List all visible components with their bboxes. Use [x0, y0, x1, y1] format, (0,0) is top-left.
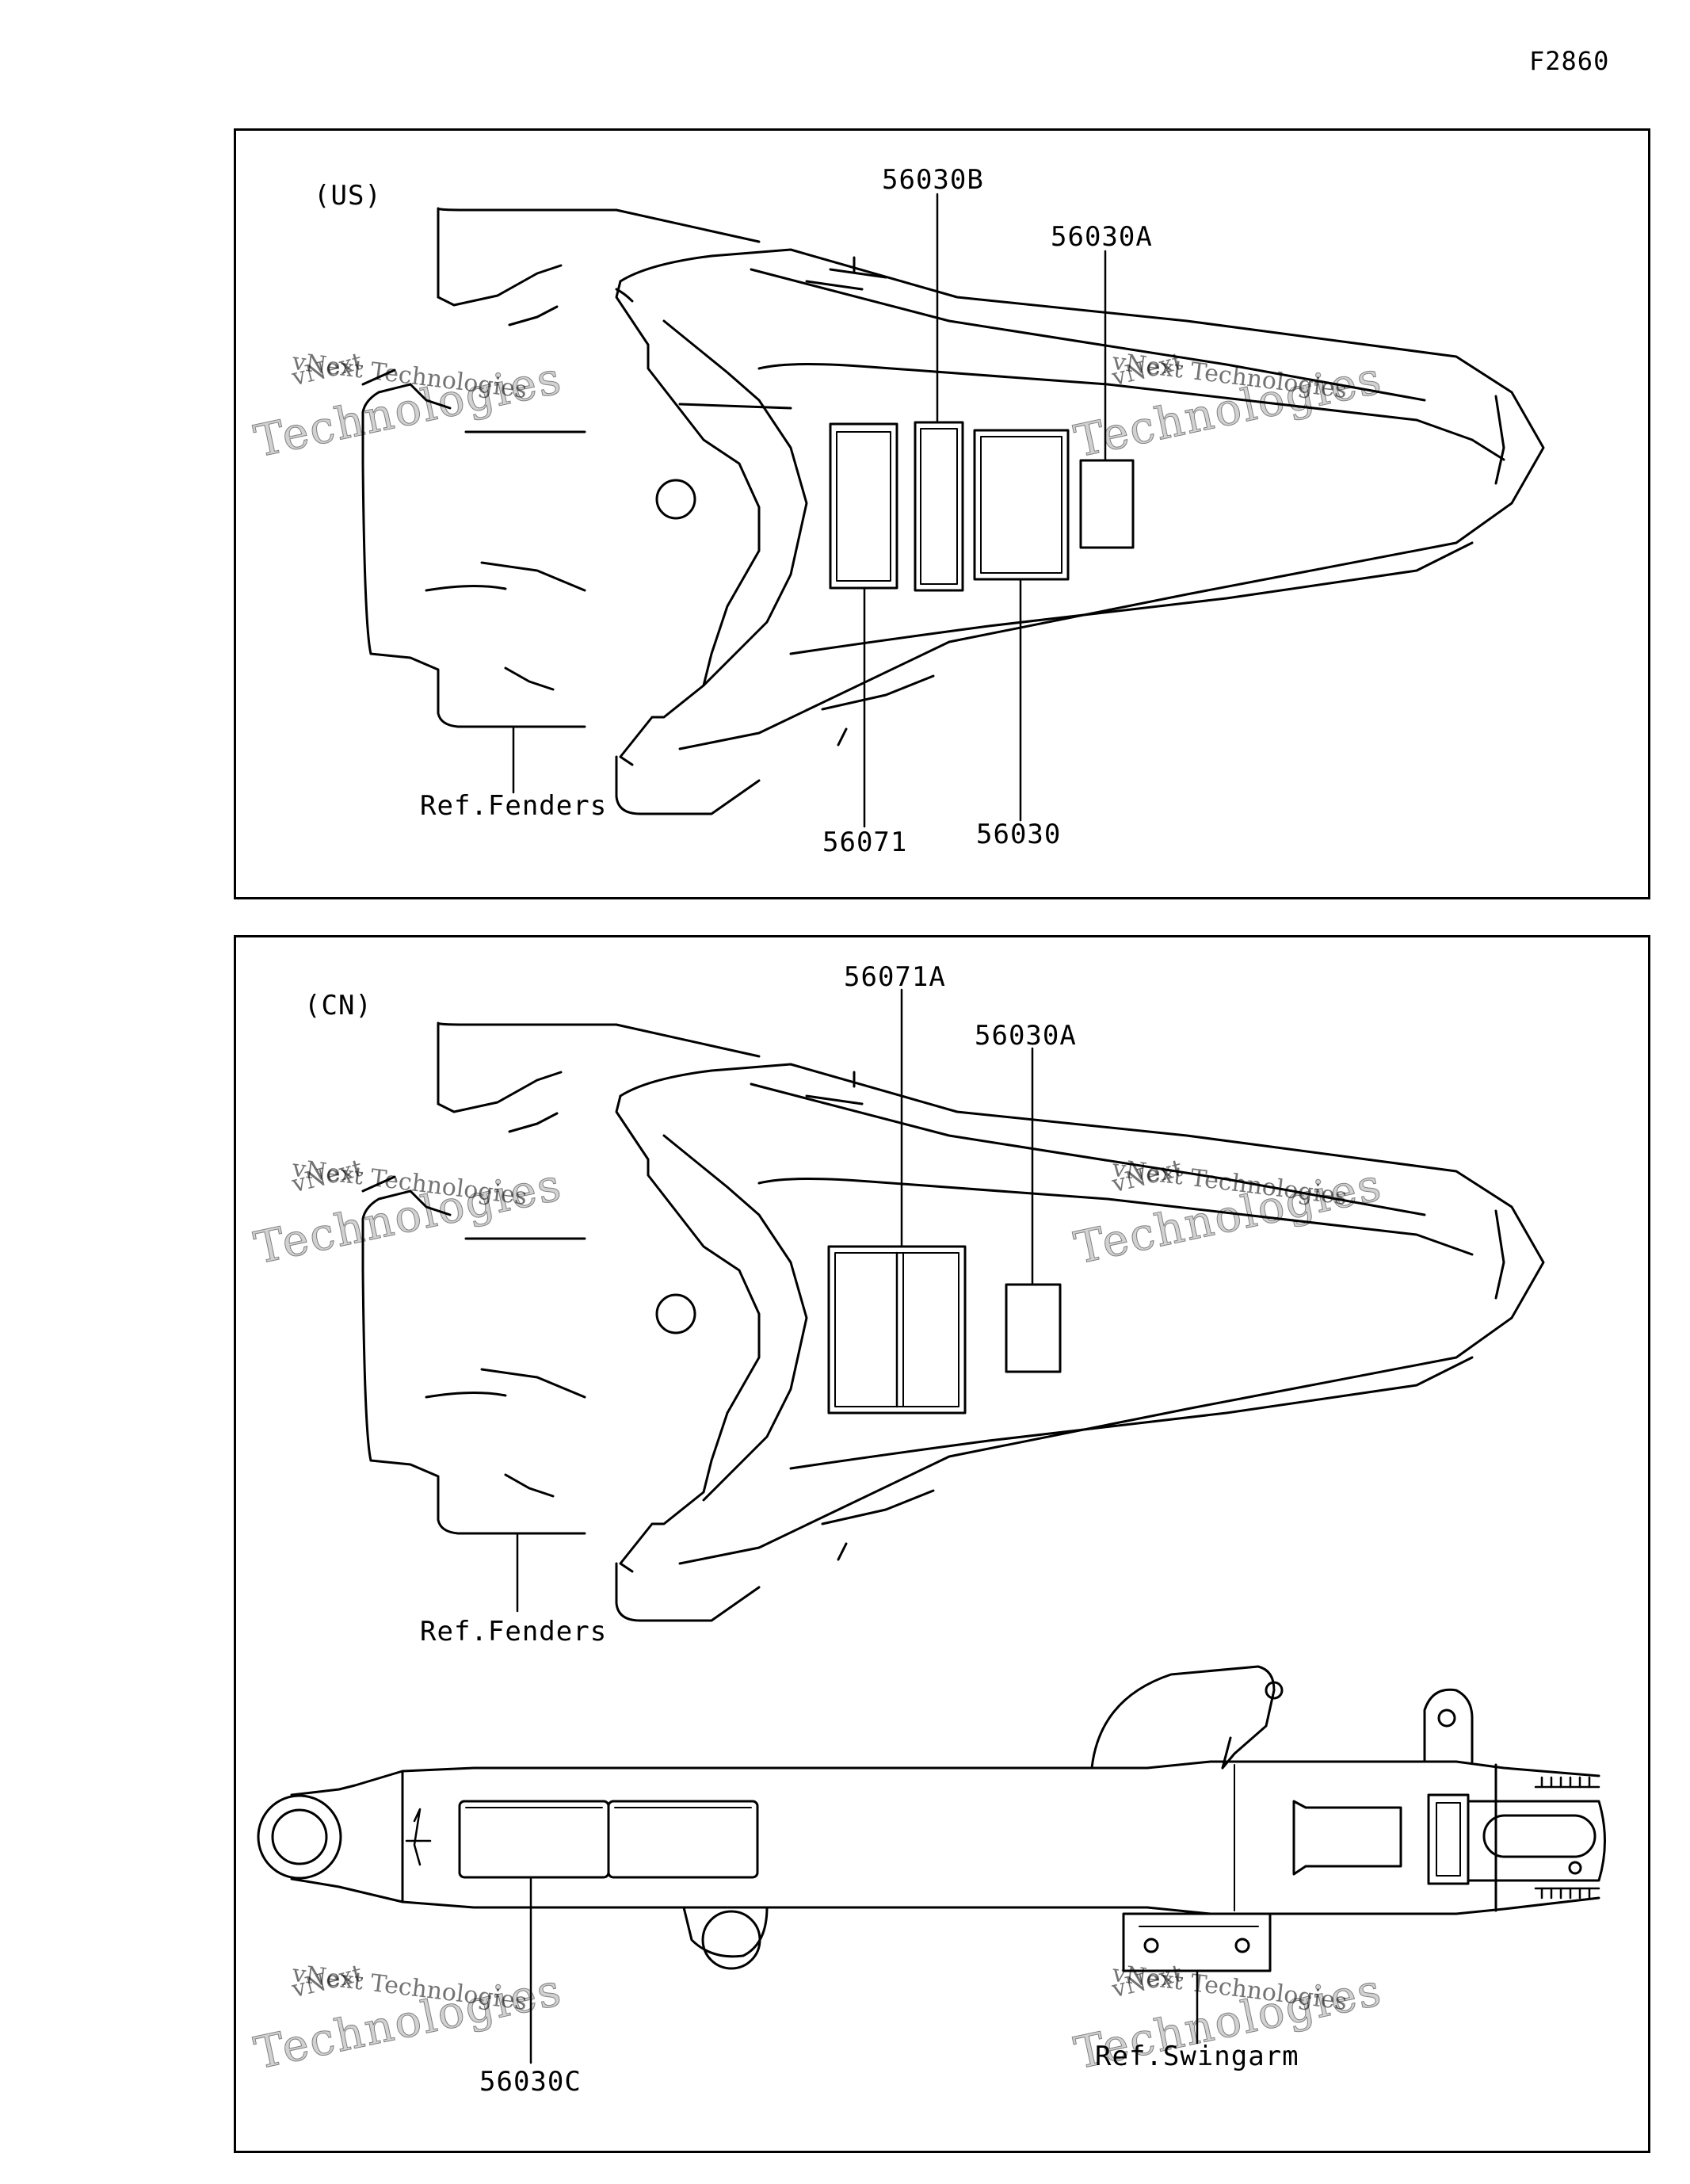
panel-cn: (CN) 56071A 56030A Ref.Fenders 56030C Re…	[234, 935, 1650, 2153]
callout-56030a-cn: 56030A	[975, 1020, 1077, 1052]
callout-56071: 56071	[822, 827, 908, 858]
ref-fenders-cn: Ref.Fenders	[420, 1616, 608, 1648]
callout-56030a-us: 56030A	[1051, 221, 1153, 253]
panel-us: (US) 56030B 56030A 56071 56030 Ref.Fende…	[234, 128, 1650, 899]
figure-id: F2860	[1529, 46, 1610, 76]
callout-56030b: 56030B	[882, 164, 984, 196]
region-label-cn: (CN)	[304, 990, 372, 1021]
rear-fender-drawing-us	[361, 193, 1545, 828]
callout-56030: 56030	[976, 819, 1062, 850]
callout-56071a: 56071A	[844, 961, 946, 993]
callout-56030c: 56030C	[479, 2066, 582, 2098]
ref-fenders-us: Ref.Fenders	[420, 790, 608, 822]
rear-fender-and-swingarm-drawing-cn	[257, 988, 1606, 2064]
region-label-us: (US)	[314, 180, 382, 212]
ref-swingarm: Ref.Swingarm	[1095, 2041, 1299, 2072]
